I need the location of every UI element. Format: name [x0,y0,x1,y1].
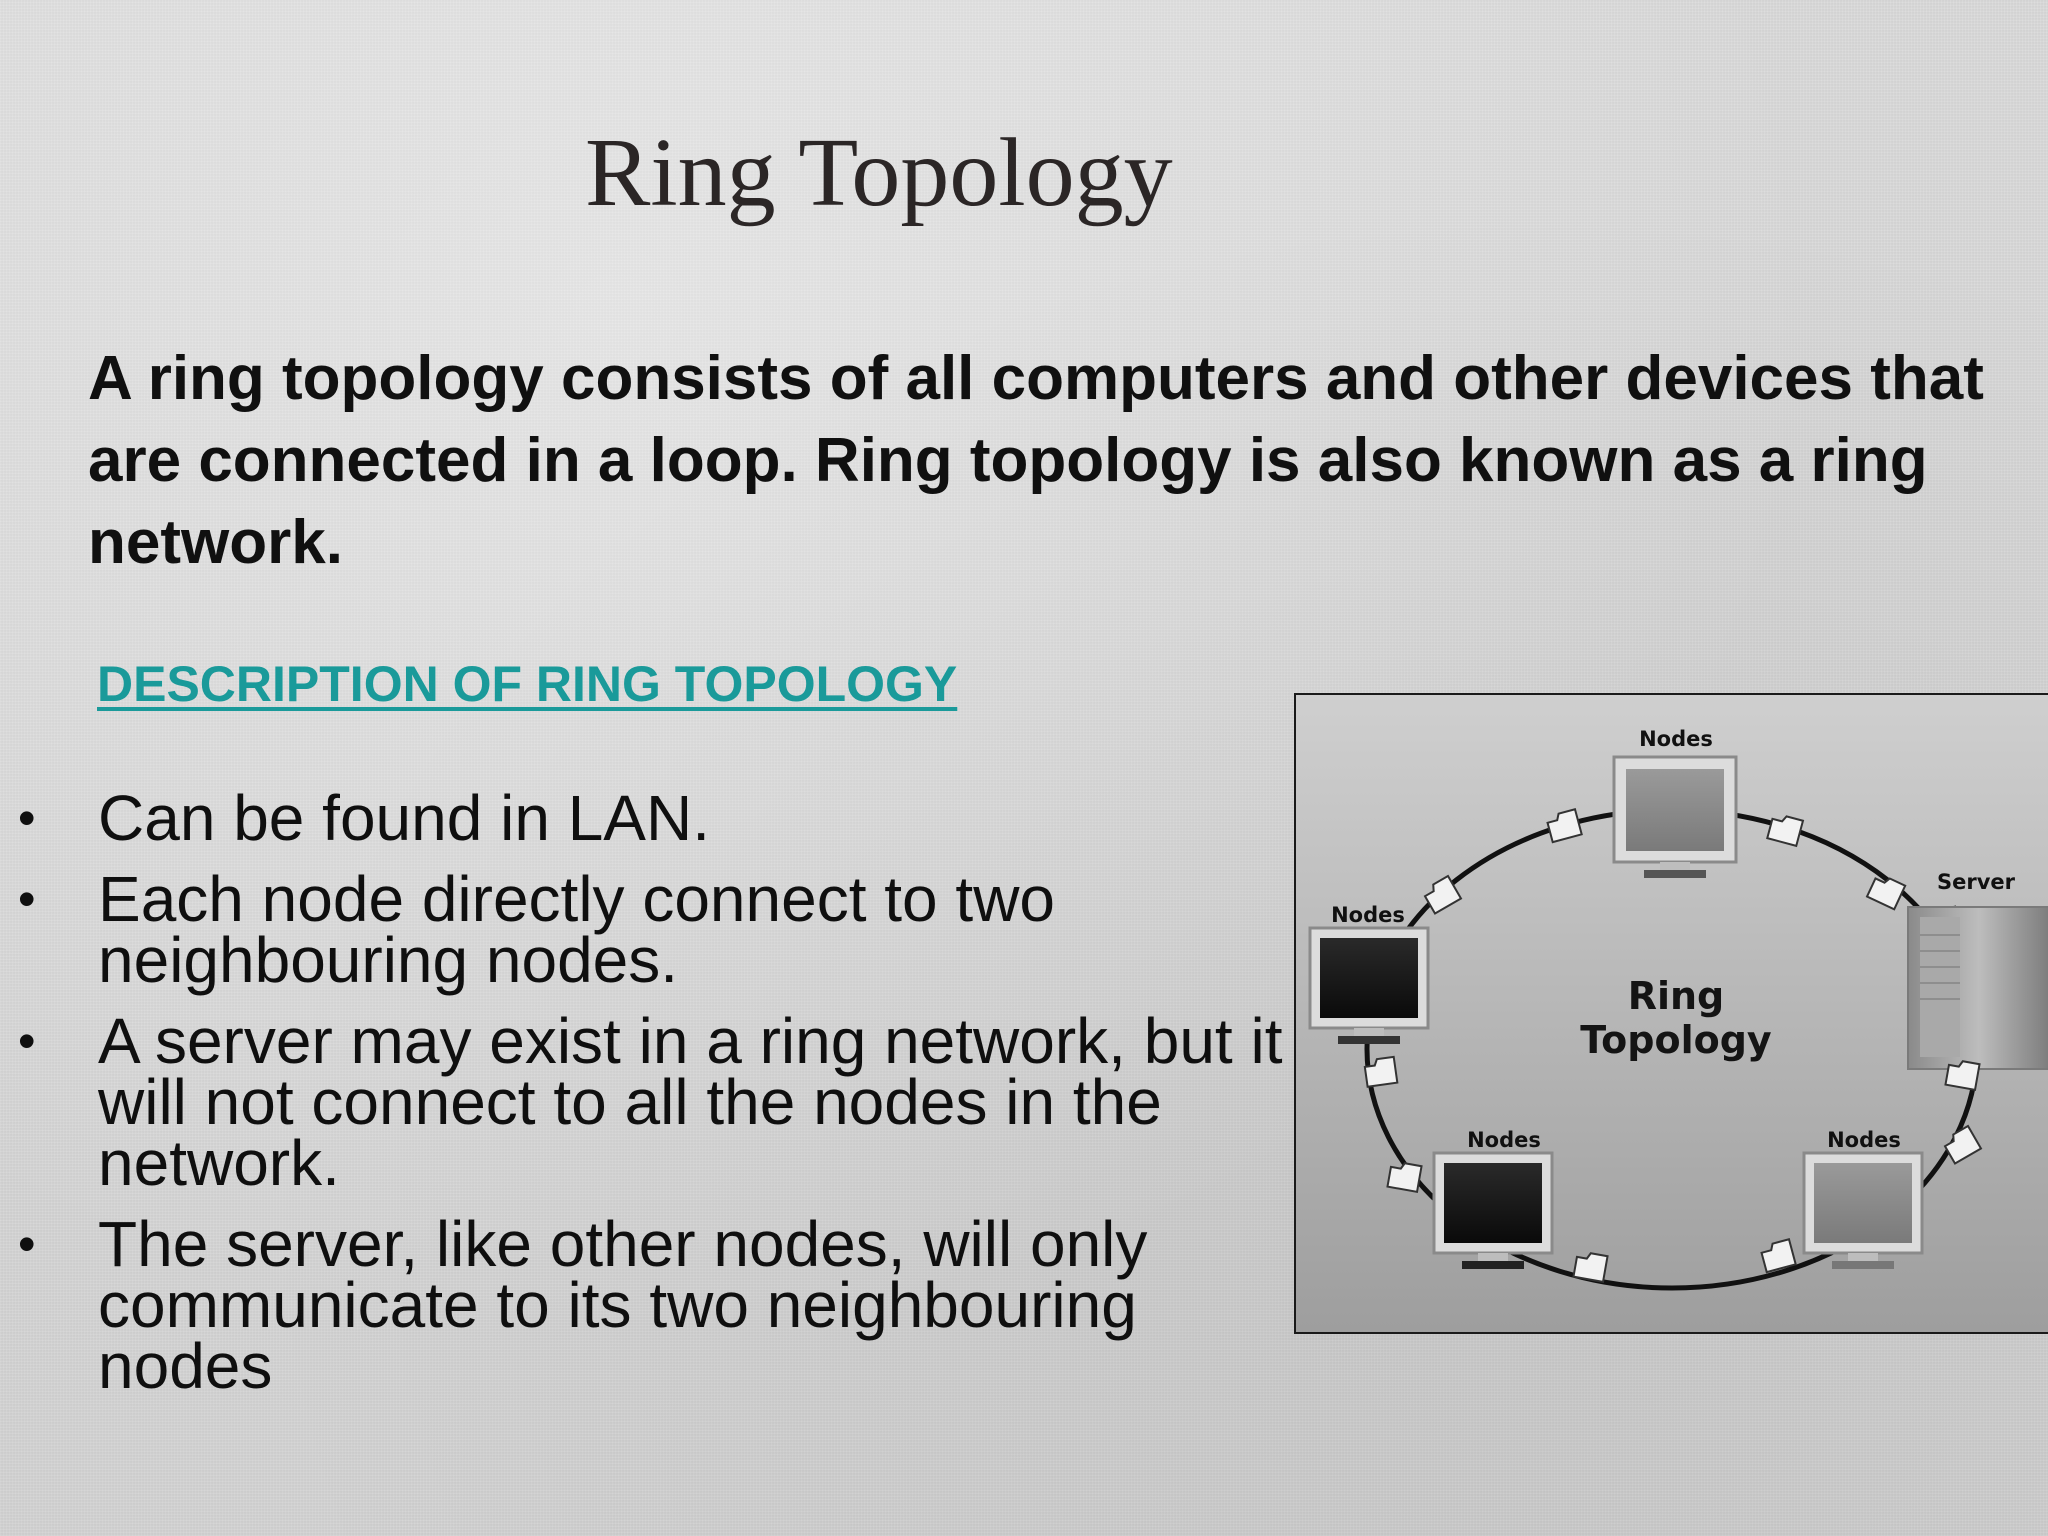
node-label-bottom-right: Nodes [1827,1128,1901,1152]
bullet-list: • Can be found in LAN. • Each node direc… [0,780,1290,1398]
server-label-right: Server [1937,870,2016,894]
bullet-text: Each node directly connect to two neighb… [98,863,1055,996]
packet-icon [1865,877,1907,911]
bullet-item: • Each node directly connect to two neig… [0,867,1290,992]
bullet-text: The server, like other nodes, will only … [98,1208,1148,1402]
packet-icon [1943,1124,1983,1165]
packet-icon [1766,815,1805,848]
bullet-dot: • [18,1216,36,1272]
bullet-item: • The server, like other nodes, will onl… [0,1212,1290,1398]
packet-icon [1944,1060,1981,1091]
bullet-dot: • [18,1013,36,1069]
center-label-ring: Ring [1628,974,1725,1018]
packet-icon [1423,874,1463,915]
left-node-monitor-icon [1308,926,1430,1044]
node-label-top: Nodes [1639,727,1713,751]
center-label-topology: Topology [1580,1018,1772,1062]
server-tower-icon [1907,905,2048,1070]
node-label-bottom-left: Nodes [1467,1128,1541,1152]
bottom-left-node-monitor-icon [1432,1151,1554,1269]
packet-icon [1386,1162,1423,1193]
node-label-left: Nodes [1331,903,1405,927]
slide-title: Ring Topology [585,119,1173,227]
bullet-text: Can be found in LAN. [98,782,710,854]
top-node-monitor-icon [1612,755,1738,878]
intro-paragraph: A ring topology consists of all computer… [88,344,1984,577]
section-heading-link[interactable]: DESCRIPTION OF RING TOPOLOGY [97,656,958,712]
packet-icon [1363,1055,1399,1088]
ring-topology-diagram: Nodes Nodes Server [1294,693,2048,1334]
bullet-dot: • [18,871,36,927]
bullet-item: • A server may exist in a ring network, … [0,1009,1290,1195]
ring-diagram-svg: Nodes Nodes Server [1308,727,2048,1291]
packet-icon [1572,1252,1609,1283]
bullet-text: A server may exist in a ring network, bu… [98,1005,1283,1199]
bullet-dot: • [18,790,36,846]
bottom-right-node-monitor-icon [1802,1151,1924,1269]
bullet-item: • Can be found in LAN. [0,786,1290,850]
packet-icon [1760,1238,1797,1274]
packet-icon [1546,808,1583,844]
